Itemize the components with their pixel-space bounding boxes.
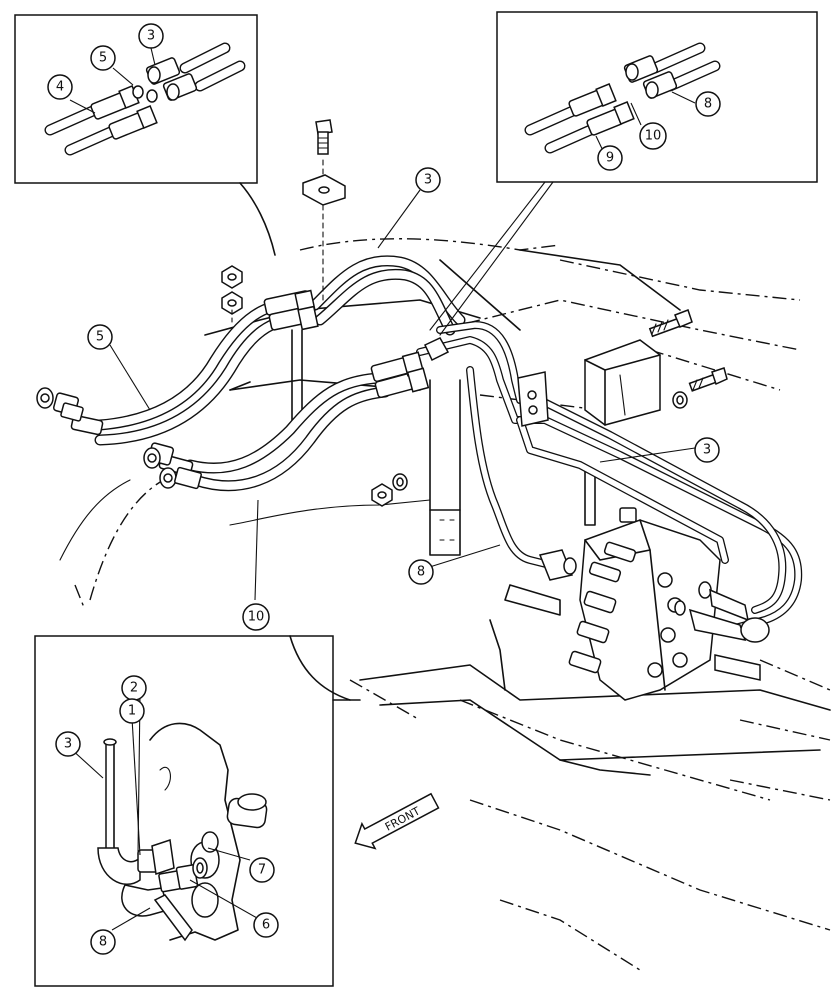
hoses-lower: [184, 372, 391, 492]
svg-text:10: 10: [645, 129, 662, 144]
mounting-bolts: [648, 309, 728, 392]
rigid-pipes: [416, 321, 803, 632]
callout-3-right-pipe: 3: [694, 437, 720, 463]
callout-5-main: 5: [87, 324, 113, 350]
svg-text:1: 1: [128, 704, 136, 719]
svg-text:4: 4: [56, 80, 64, 95]
callout-3-inset-bottom: 3: [55, 731, 81, 757]
inset-top-right: [429, 11, 818, 336]
union-fittings: [263, 289, 450, 399]
hoses-upper: [94, 255, 466, 446]
callout-8-inset-bottom: 8: [90, 929, 116, 955]
callout-4: 4: [47, 74, 73, 100]
inset-top-left: [14, 14, 276, 256]
hose-end-fittings: [36, 387, 202, 490]
svg-text:7: 7: [258, 863, 266, 878]
clamp-bolt: [302, 119, 346, 301]
nuts: [221, 265, 688, 507]
svg-text:3: 3: [703, 443, 711, 458]
svg-text:3: 3: [147, 29, 155, 44]
callout-6: 6: [253, 912, 279, 938]
callout-9: 9: [597, 145, 623, 171]
svg-text:8: 8: [99, 935, 107, 950]
svg-text:2: 2: [130, 681, 138, 696]
svg-text:3: 3: [64, 737, 72, 752]
svg-text:3: 3: [424, 173, 432, 188]
svg-text:6: 6: [262, 918, 270, 933]
inset-bottom-left: [34, 635, 361, 987]
callout-10-main: 10: [242, 603, 270, 631]
callout-3-inset-top-left: 3: [138, 23, 164, 49]
callout-bubbles: 3 5 4 3 5 10 3 8 8 10 9: [47, 23, 721, 955]
support-posts: [291, 329, 596, 556]
callout-10-inset-top-right: 10: [639, 122, 667, 150]
callout-8-inset-top-right: 8: [695, 91, 721, 117]
svg-text:8: 8: [417, 565, 425, 580]
valve-block-cover: [584, 339, 661, 426]
pipe-clamp: [517, 371, 549, 427]
svg-text:10: 10: [248, 610, 265, 625]
control-valve: [538, 507, 770, 701]
svg-text:5: 5: [96, 330, 104, 345]
callout-8-main: 8: [408, 559, 434, 585]
callout-1: 1: [119, 698, 145, 724]
callout-5-inset-top-left: 5: [90, 45, 116, 71]
svg-text:9: 9: [606, 151, 614, 166]
svg-text:5: 5: [99, 51, 107, 66]
callout-7: 7: [249, 857, 275, 883]
callout-2: 2: [121, 675, 147, 701]
svg-text:8: 8: [704, 97, 712, 112]
callout-3-upper-hose: 3: [415, 167, 441, 193]
front-arrow: FRONT: [354, 792, 440, 850]
